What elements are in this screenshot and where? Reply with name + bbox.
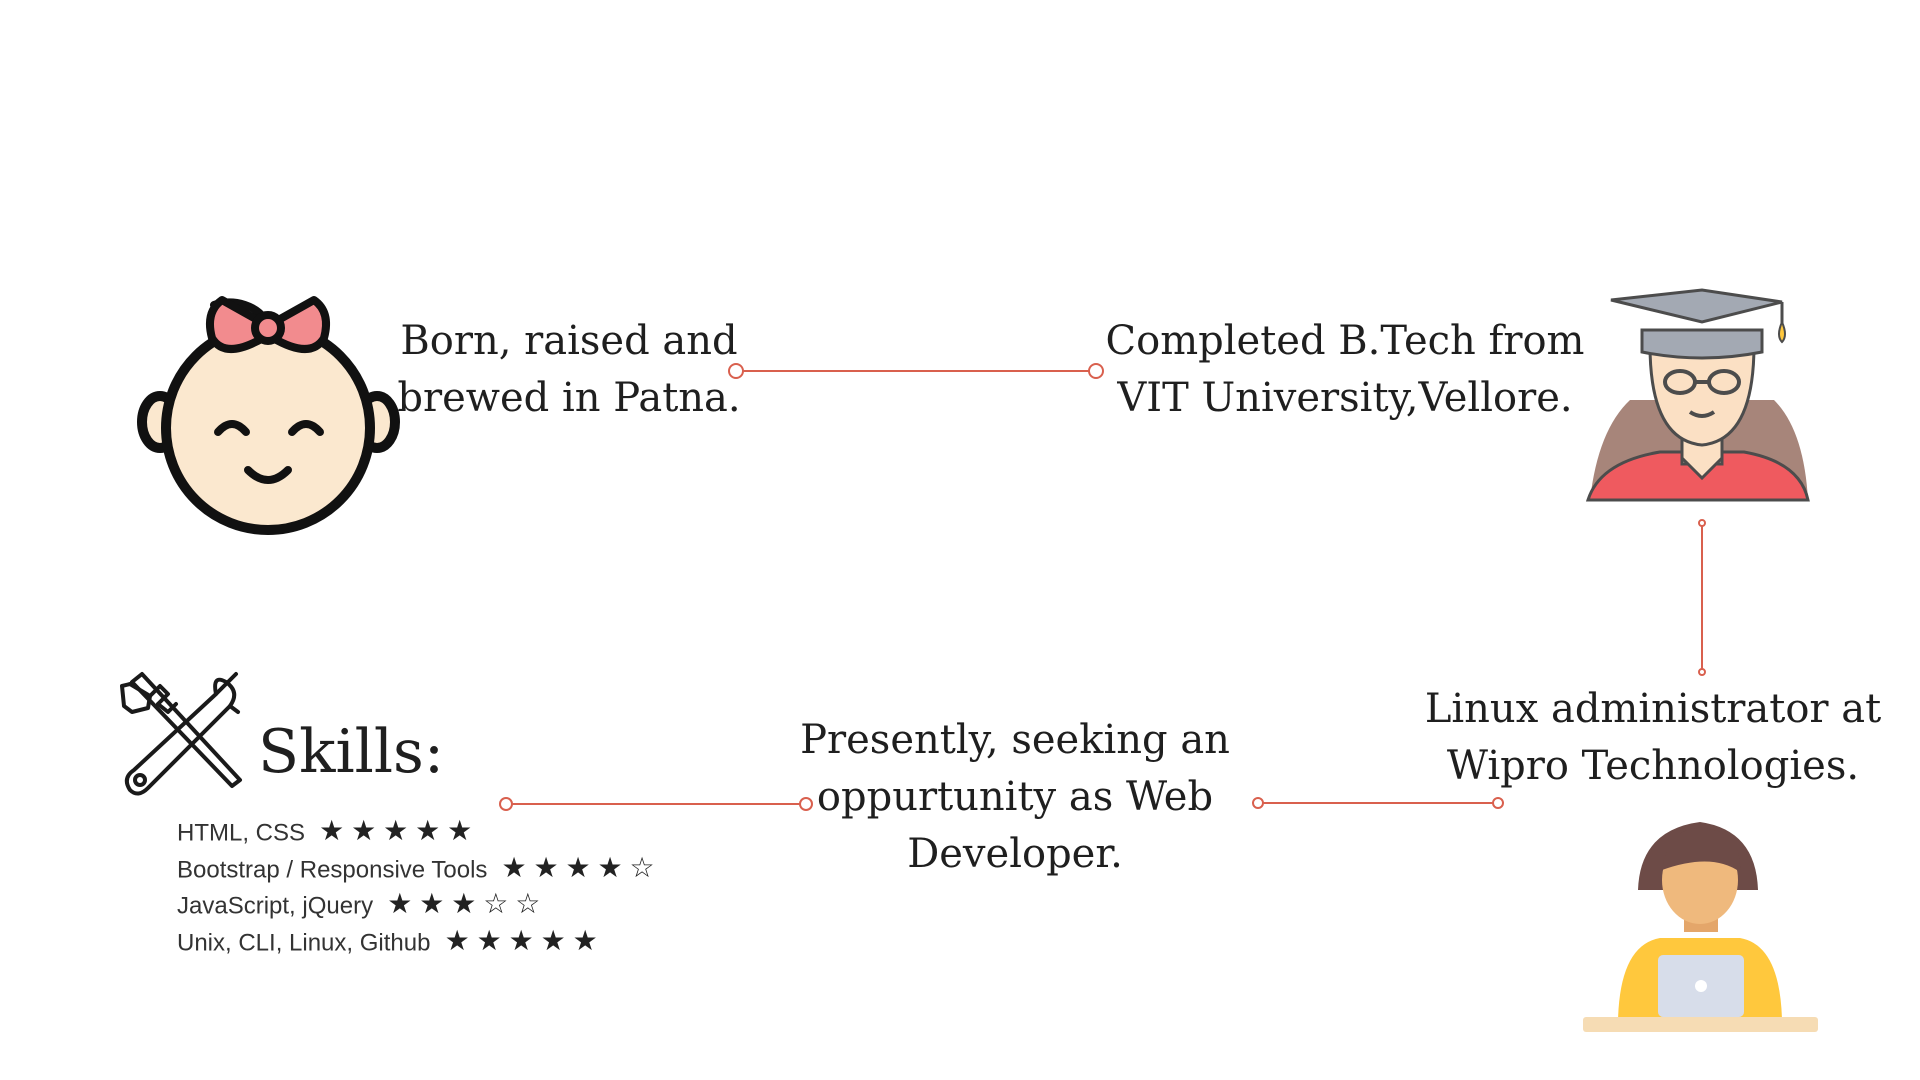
- skill-name: HTML, CSS: [177, 819, 306, 847]
- timeline-present-text: Presently, seeking an oppurtunity as Web…: [790, 712, 1240, 883]
- star-filled-icon: ★: [444, 924, 470, 956]
- connector-node: [499, 797, 513, 811]
- text-line: Born, raised and: [400, 318, 738, 364]
- star-filled-icon: ★: [572, 924, 598, 956]
- skills-list: HTML, CSS ★★★★★ Bootstrap / Responsive T…: [177, 815, 658, 961]
- skill-row: JavaScript, jQuery ★★★☆☆: [177, 888, 658, 925]
- text-line: VIT University,Vellore.: [1117, 375, 1573, 421]
- connector-node: [1088, 363, 1104, 379]
- star-filled-icon: ★: [540, 924, 566, 956]
- star-filled-icon: ★: [383, 815, 409, 847]
- star-filled-icon: ★: [476, 924, 502, 956]
- star-filled-icon: ★: [415, 815, 441, 847]
- skill-name: Unix, CLI, Linux, Github: [177, 928, 431, 956]
- skill-name: JavaScript, jQuery: [177, 892, 374, 920]
- star-filled-icon: ★: [387, 888, 413, 920]
- connector-node: [1698, 519, 1706, 527]
- star-filled-icon: ★: [508, 924, 534, 956]
- connector-node: [1252, 797, 1264, 809]
- star-rating: ★★★★★: [441, 925, 601, 962]
- timeline-linux-text: Linux administrator at Wipro Technologie…: [1418, 681, 1888, 795]
- text-line: Developer.: [907, 831, 1123, 877]
- skills-heading: Skills:: [258, 717, 445, 787]
- star-filled-icon: ★: [597, 851, 623, 883]
- skill-name: Bootstrap / Responsive Tools: [177, 855, 488, 883]
- star-empty-icon: ☆: [483, 888, 509, 920]
- star-filled-icon: ★: [351, 815, 377, 847]
- timeline-born-text: Born, raised and brewed in Patna.: [384, 313, 754, 427]
- star-rating: ★★★★☆: [498, 852, 658, 889]
- star-empty-icon: ☆: [629, 851, 655, 883]
- text-line: oppurtunity as Web: [816, 774, 1214, 820]
- text-line: Linux administrator at: [1424, 686, 1882, 732]
- text-line: Completed B.Tech from: [1105, 318, 1585, 364]
- star-filled-icon: ★: [565, 851, 591, 883]
- star-filled-icon: ★: [451, 888, 477, 920]
- star-filled-icon: ★: [319, 815, 345, 847]
- connector-node: [1698, 668, 1706, 676]
- skill-row: Unix, CLI, Linux, Github ★★★★★: [177, 925, 658, 962]
- star-filled-icon: ★: [501, 851, 527, 883]
- connector-node: [1492, 797, 1504, 809]
- star-filled-icon: ★: [533, 851, 559, 883]
- star-filled-icon: ★: [419, 888, 445, 920]
- skill-row: HTML, CSS ★★★★★: [177, 815, 658, 852]
- star-rating: ★★★★★: [316, 815, 476, 852]
- text-line: Presently, seeking an: [800, 717, 1230, 763]
- text-line: brewed in Patna.: [397, 375, 741, 421]
- star-empty-icon: ☆: [515, 888, 541, 920]
- star-rating: ★★★☆☆: [384, 888, 544, 925]
- connector-node: [799, 797, 813, 811]
- skill-row: Bootstrap / Responsive Tools ★★★★☆: [177, 852, 658, 889]
- timeline-btech-text: Completed B.Tech from VIT University,Vel…: [1102, 313, 1588, 427]
- connector-node: [728, 363, 744, 379]
- star-filled-icon: ★: [447, 815, 473, 847]
- text-line: Wipro Technologies.: [1446, 743, 1860, 789]
